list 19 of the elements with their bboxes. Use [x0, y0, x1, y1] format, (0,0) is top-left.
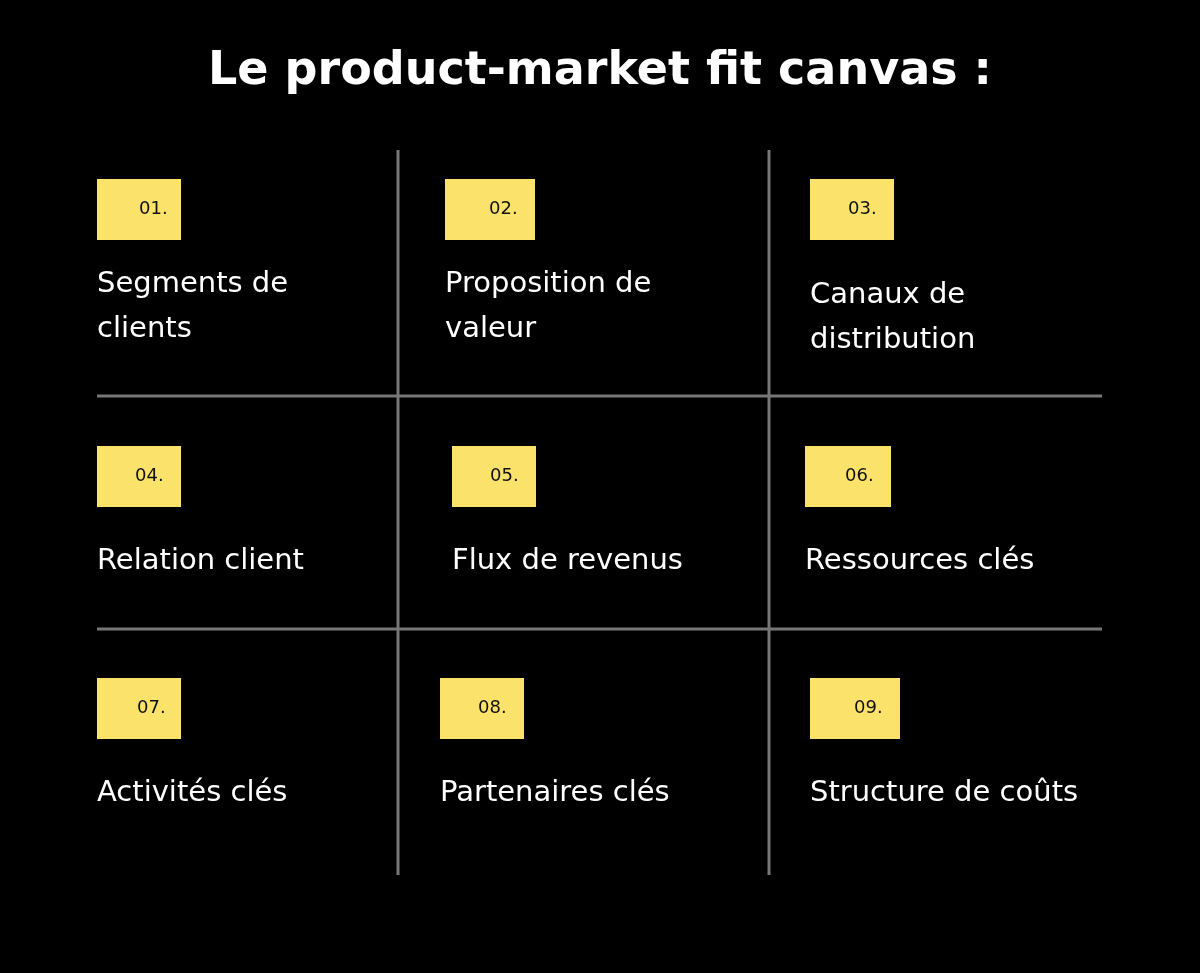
- section-name: Ressources clés: [805, 541, 1036, 578]
- section-name: Relation client: [97, 541, 305, 578]
- section-name: Flux de revenus: [452, 541, 684, 578]
- title: Le product-market fit canvas :: [207, 40, 993, 97]
- number-tag: 08.: [440, 678, 524, 739]
- section-name: Proposition de valeur: [445, 264, 653, 346]
- section-name: Structure de coûts: [810, 773, 1080, 810]
- number-tag: 06.: [805, 446, 891, 507]
- number-tag: 07.: [97, 678, 181, 739]
- number-tag: 09.: [810, 678, 900, 739]
- number-tag: 02.: [445, 179, 535, 240]
- section-name: Canaux de distribution: [810, 275, 977, 357]
- number-tag: 04.: [97, 446, 181, 507]
- number-tag: 01.: [97, 179, 181, 240]
- number-tag: 05.: [452, 446, 536, 507]
- section-name: Partenaires clés: [440, 773, 671, 810]
- number-tag: 03.: [810, 179, 894, 240]
- section-name: Segments de clients: [97, 264, 290, 346]
- section-name: Activités clés: [97, 773, 289, 810]
